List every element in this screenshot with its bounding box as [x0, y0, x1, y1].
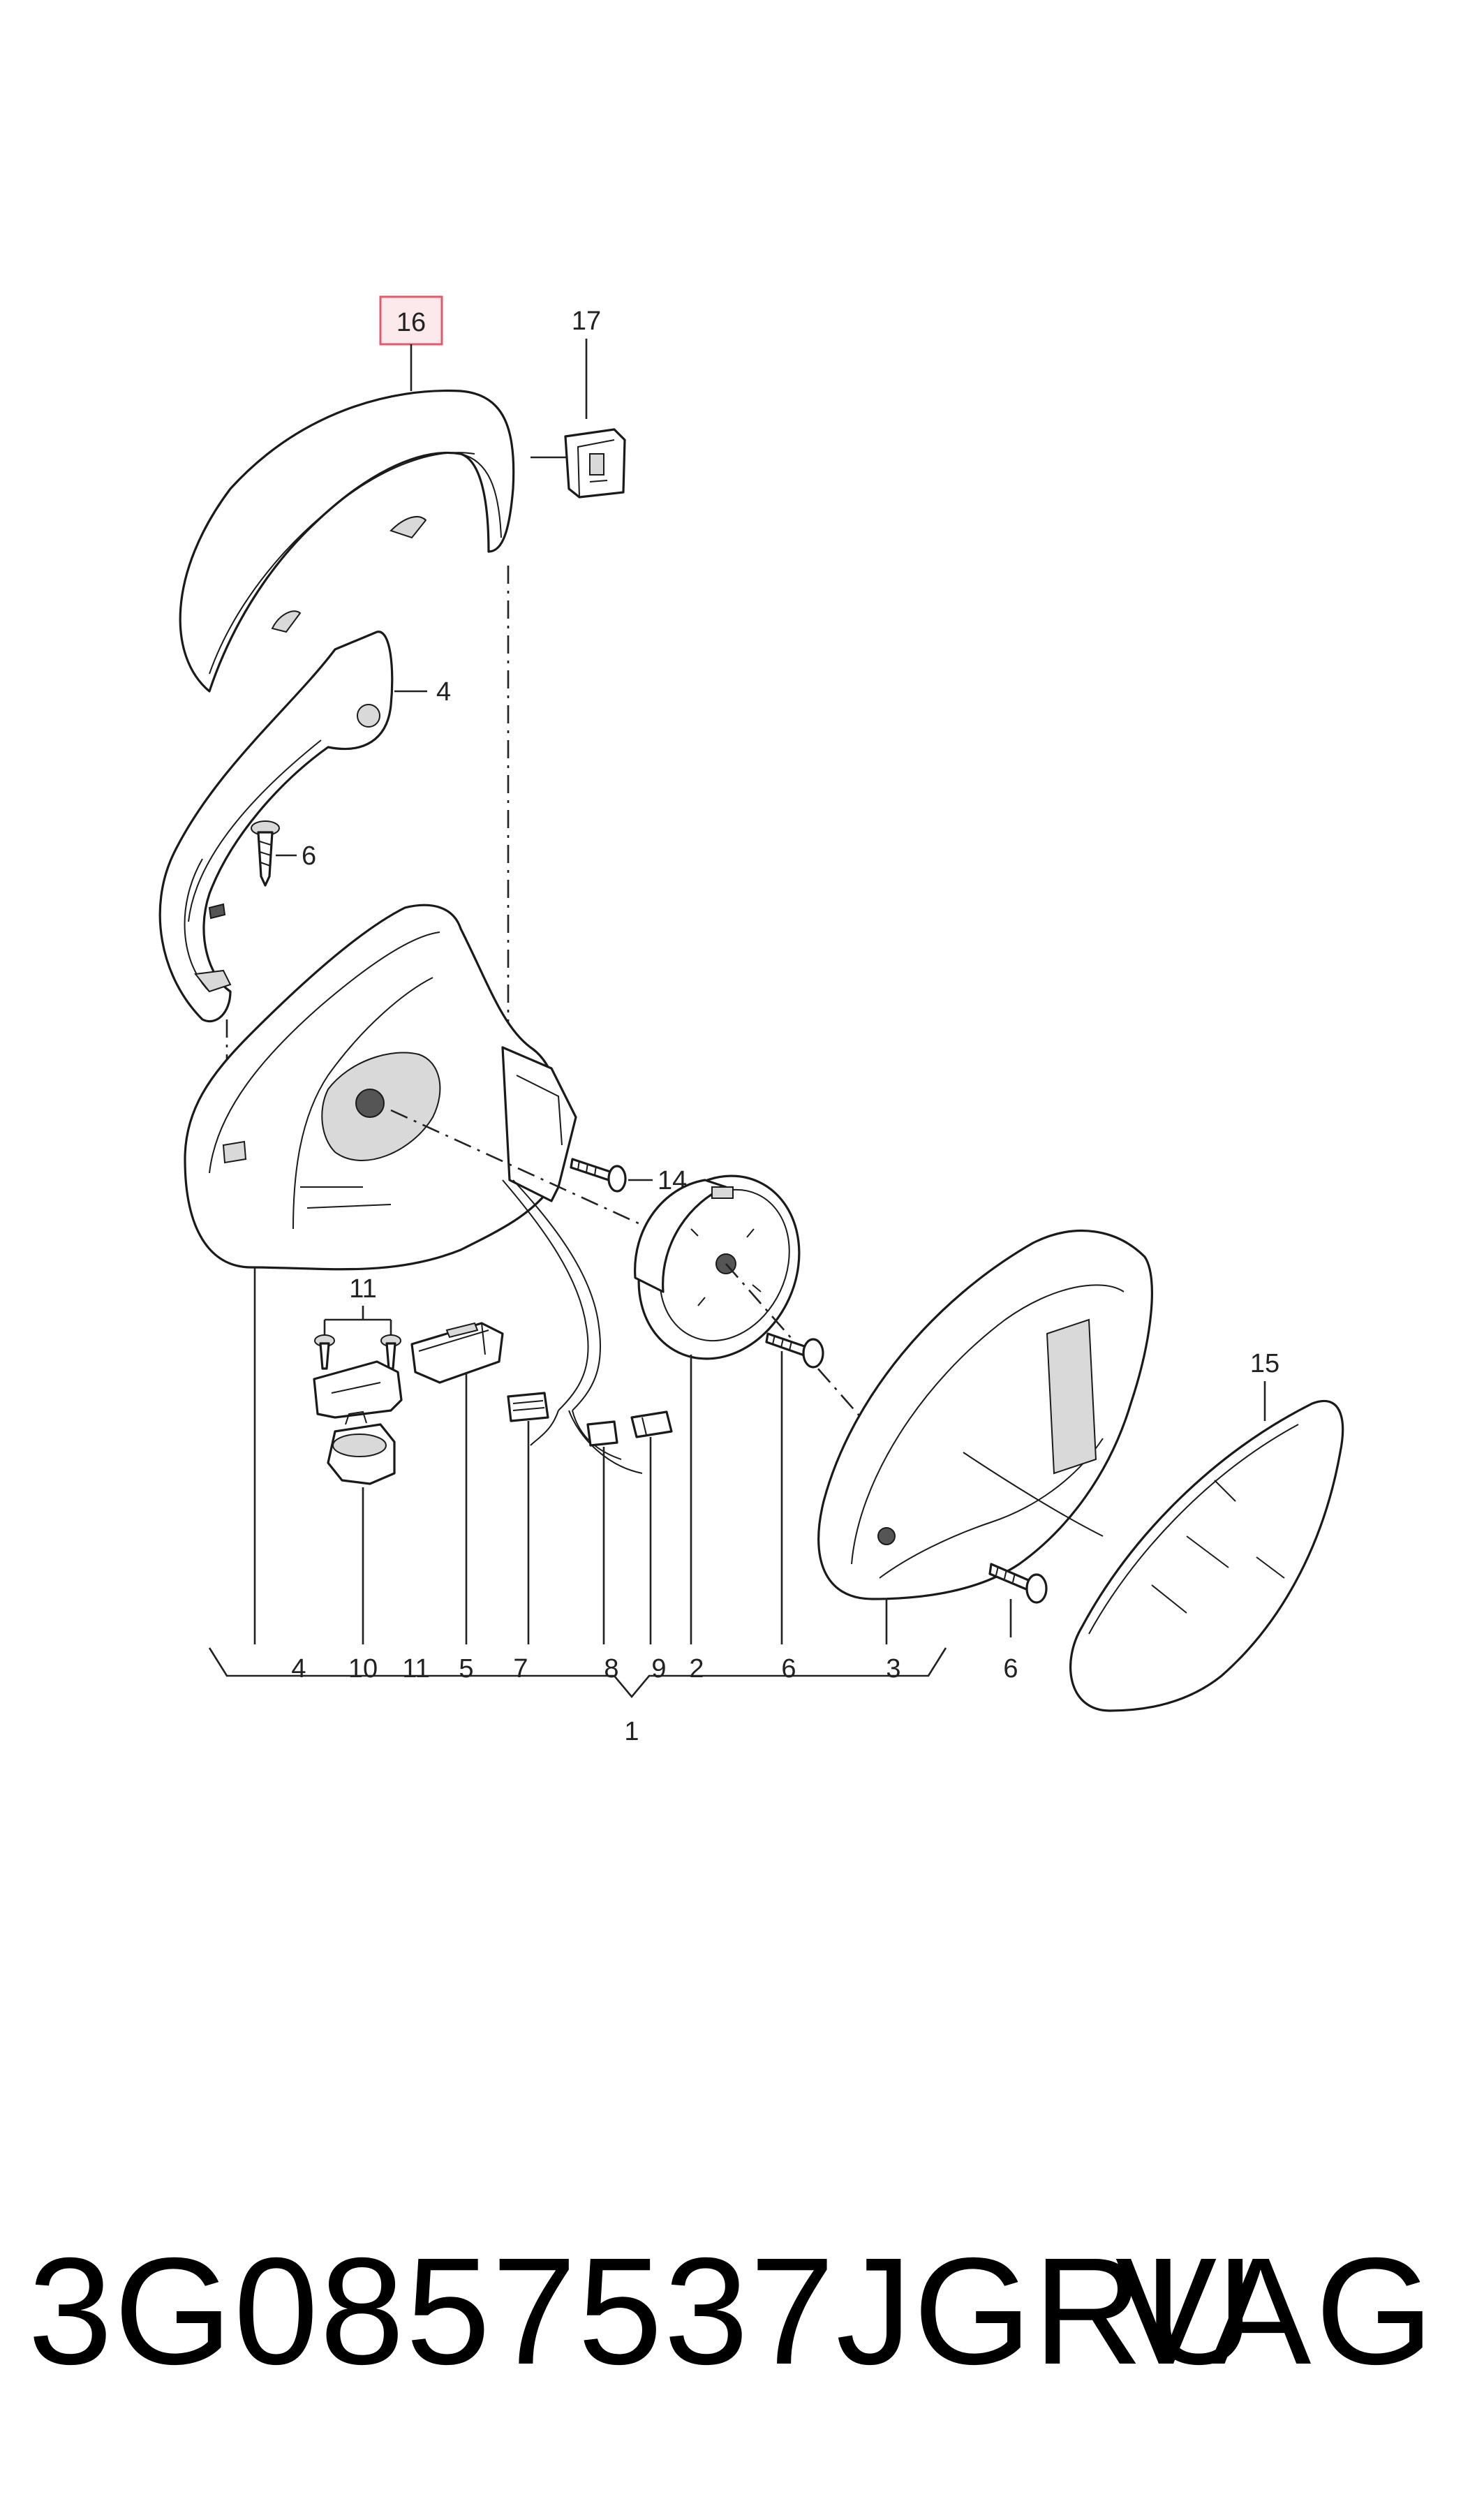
turn-signal-strip-part-4	[158, 631, 394, 1023]
mirror-cap-part-16	[179, 389, 515, 693]
callout-16-label: 16	[396, 308, 426, 337]
row-label-2: 2	[689, 1654, 704, 1683]
clip-part-17	[564, 428, 626, 499]
callout-16: 16	[379, 295, 443, 391]
assembly-label-1: 1	[624, 1717, 639, 1746]
screw-part-6-upper	[251, 820, 280, 887]
screw-part-6-right	[988, 1563, 1048, 1604]
row-label-5: 5	[459, 1654, 473, 1683]
callout-17: 17	[530, 307, 601, 459]
row-label-6: 6	[781, 1654, 796, 1683]
sensor-part-5	[410, 1322, 504, 1384]
motor-part-10	[327, 1410, 396, 1485]
row-label-9: 9	[651, 1654, 666, 1683]
assembly-bracket	[208, 1647, 947, 1699]
part-number: 3G0857537JGRU	[28, 2227, 1256, 2396]
glass-carrier-part-3	[817, 1230, 1153, 1600]
row-label-10: 10	[348, 1654, 378, 1683]
wire-harness	[502, 1179, 673, 1474]
assembly-row-labels: 4 10 11 5 7 8 9 2 6 3	[291, 1654, 900, 1683]
row-label-11: 11	[402, 1654, 429, 1683]
callout-15-label: 15	[1250, 1349, 1279, 1378]
callout-11-label: 11	[349, 1274, 376, 1304]
callout-6-upper: 6	[276, 841, 316, 871]
screw-part-6-mid	[765, 1332, 824, 1369]
row-label-4: 4	[291, 1654, 306, 1683]
callout-6-right: 6	[1003, 1599, 1018, 1683]
mirror-glass-part-15	[1069, 1399, 1344, 1712]
callout-4-upper: 4	[394, 677, 451, 707]
actuator-part-2	[634, 1174, 801, 1360]
row-label-7: 7	[513, 1654, 528, 1683]
callout-6-upper-label: 6	[302, 841, 316, 871]
callout-15: 15	[1250, 1349, 1279, 1421]
callout-4-upper-label: 4	[436, 677, 451, 707]
bracket-screws-part-11: 11	[313, 1274, 403, 1419]
mirror-housing-base	[184, 904, 577, 1271]
brand-name: VAG	[1115, 2227, 1438, 2396]
callout-6-right-label: 6	[1003, 1654, 1018, 1683]
bolt-part-14	[570, 1158, 627, 1193]
row-label-3: 3	[886, 1654, 900, 1683]
callout-17-label: 17	[572, 307, 601, 336]
